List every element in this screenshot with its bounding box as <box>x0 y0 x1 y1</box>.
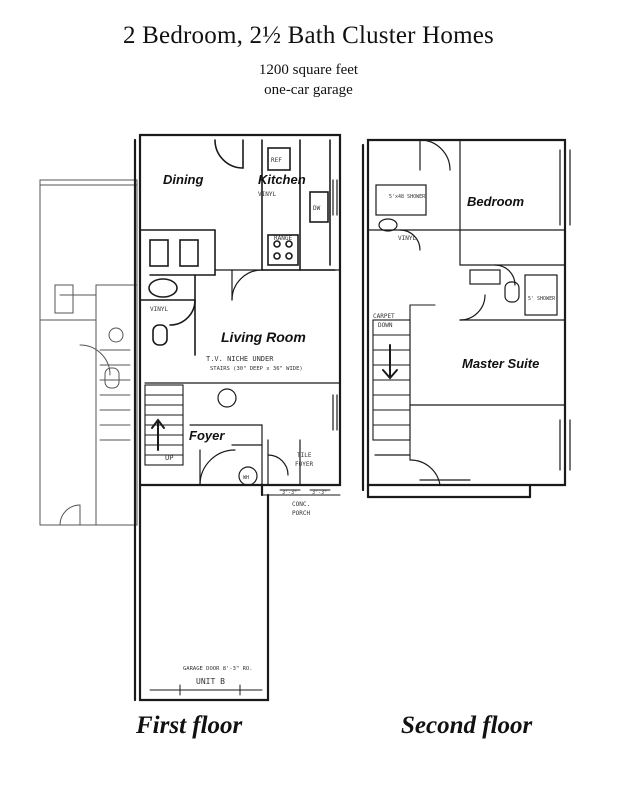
note-ref: REF <box>271 157 282 164</box>
note-porch: PORCH <box>292 510 310 517</box>
bedroom-lines <box>459 149 571 231</box>
living-room-lines <box>144 179 341 431</box>
garage-door <box>149 684 263 696</box>
note-shower-1: 5'x48 SHOWER <box>389 194 426 200</box>
square-feet-text: 1200 square feet <box>258 62 359 78</box>
first-floor-caption: First floor <box>136 712 243 739</box>
note-wh: WH <box>243 475 249 481</box>
adjacent-unit-outline <box>39 179 138 526</box>
note-unit: UNIT B <box>196 677 225 686</box>
first-floor-plan <box>39 133 342 702</box>
note-dw: DW <box>313 205 321 212</box>
note-range: RANGE <box>274 235 292 242</box>
second-floor-caption: Second floor <box>401 712 533 739</box>
second-floor-plan <box>361 138 571 499</box>
label-dining: Dining <box>163 172 203 187</box>
note-foyer-small: FOYER <box>295 461 313 468</box>
label-living-room: Living Room <box>221 329 306 345</box>
note-tile: TILE <box>297 452 312 459</box>
note-dim-2: 3'-3" <box>312 490 327 496</box>
label-master-suite: Master Suite <box>462 356 539 371</box>
label-bedroom: Bedroom <box>467 194 525 209</box>
upper-bath <box>367 139 461 266</box>
label-kitchen: Kitchen <box>258 172 306 187</box>
page-title: 2 Bedroom, 2½ Bath Cluster Homes <box>123 22 494 49</box>
label-foyer: Foyer <box>189 428 225 443</box>
note-tv-niche: T.V. NICHE UNDER <box>206 355 274 363</box>
second-floor-walls <box>361 138 567 499</box>
second-floor-stairs <box>372 304 436 461</box>
note-vinyl-bath: VINYL <box>150 306 168 313</box>
note-conc: CONC. <box>292 501 310 508</box>
first-floor-stairs <box>144 384 184 466</box>
master-suite-lines <box>374 404 571 486</box>
first-floor-walls <box>133 133 342 702</box>
note-down: DOWN <box>378 322 393 329</box>
porch-lines <box>261 489 341 496</box>
foyer-lines <box>189 424 301 486</box>
half-bath <box>139 274 196 386</box>
note-garage-door: GARAGE DOOR 8'-3" RO. <box>183 666 253 672</box>
master-bath <box>459 264 566 321</box>
note-shower-2: 5' SHOWER <box>528 296 556 302</box>
kitchen-dining-walls <box>139 139 336 276</box>
note-dim-1: 3'-3" <box>282 490 297 496</box>
note-tv-niche-2: STAIRS (30" DEEP x 36" WIDE) <box>210 366 303 372</box>
garage-text: one-car garage <box>264 82 353 98</box>
note-carpet: CARPET <box>373 313 395 320</box>
note-vinyl-upper: VINYL <box>398 235 416 242</box>
note-vinyl-kitchen: VINYL <box>258 191 276 198</box>
note-up: UP <box>165 454 173 462</box>
